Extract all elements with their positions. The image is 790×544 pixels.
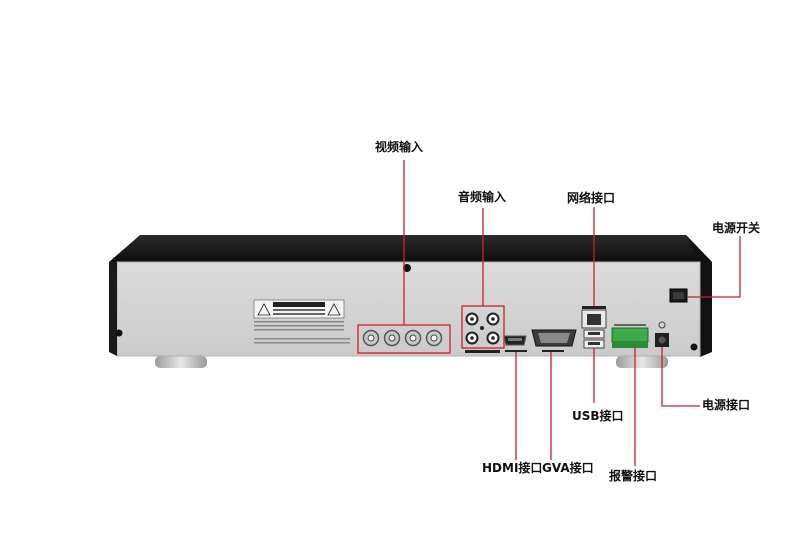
case-notch <box>403 264 411 272</box>
label-power-port: 电源接口 <box>702 398 751 412</box>
screw-right <box>690 343 698 351</box>
rca-audio-connectors <box>465 312 500 353</box>
case-top-cover <box>109 235 712 262</box>
label-audio-input: 音频输入 <box>458 190 507 204</box>
foot-right <box>616 356 668 368</box>
screw-left <box>115 329 123 337</box>
warning-label <box>253 299 350 344</box>
label-power-switch: 电源开关 <box>712 221 761 235</box>
label-video-input: 视频输入 <box>375 140 424 154</box>
label-vga-port: GVA接口 <box>542 461 594 475</box>
bnc-connectors <box>362 329 443 347</box>
power-switch-graphic <box>669 288 688 303</box>
label-hdmi-port: HDMI接口 <box>482 461 543 475</box>
case-side <box>686 235 712 357</box>
network-usb-graphic <box>581 306 607 349</box>
label-usb-port: USB接口 <box>572 409 624 423</box>
alarm-terminal-graphic <box>611 324 649 348</box>
foot-left <box>155 356 207 368</box>
callout-line-power-switch <box>687 236 741 298</box>
dc-jack-graphic <box>655 321 669 347</box>
label-alarm-port: 报警接口 <box>609 469 658 483</box>
callout-line-power-port <box>661 347 700 407</box>
vga-port-graphic <box>531 329 577 352</box>
case-left-rim <box>109 262 117 356</box>
hdmi-port-graphic <box>503 335 527 352</box>
label-network-port: 网络接口 <box>567 191 616 205</box>
